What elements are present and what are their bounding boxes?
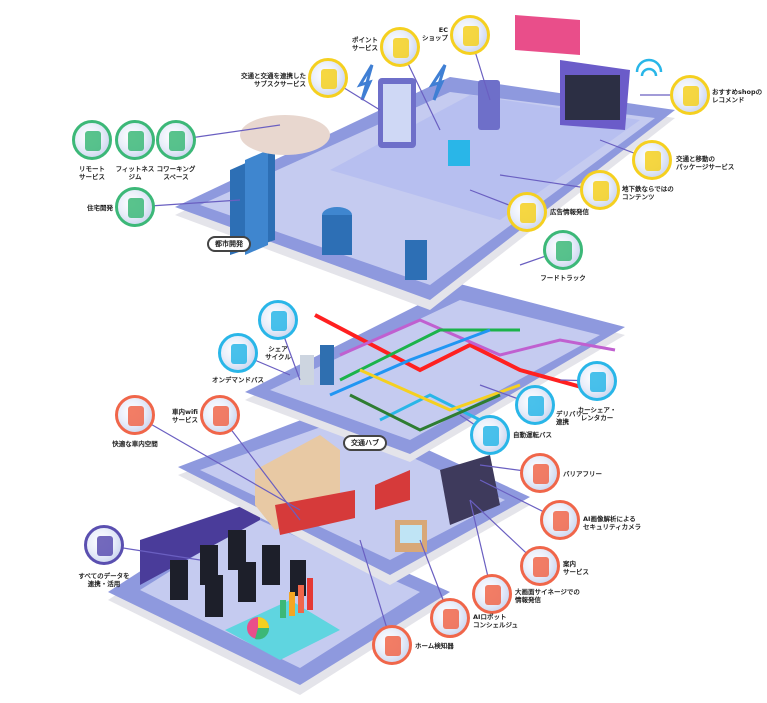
illustration: [213, 406, 229, 426]
illustration: [520, 203, 536, 223]
illustration: [683, 86, 699, 106]
illustration: [533, 464, 549, 484]
service-label: オンデマンドバス: [212, 376, 264, 384]
signage-icon: [472, 574, 512, 614]
content-icon: [580, 170, 620, 210]
illustration: [443, 609, 459, 629]
illustration: [590, 372, 606, 392]
illustration: [483, 426, 499, 446]
service-label: 住宅開発: [87, 204, 113, 212]
service-label: リモート サービス: [79, 165, 105, 181]
housing-icon: [115, 187, 155, 227]
service-label: フードトラック: [540, 274, 586, 282]
illustration: [85, 131, 101, 151]
service-label: 地下鉄ならではの コンテンツ: [622, 185, 674, 201]
service-label: 大画面サイネージでの 情報発信: [515, 588, 580, 604]
food-truck-icon: [543, 230, 583, 270]
illustration: [231, 344, 247, 364]
illustration: [271, 311, 287, 331]
service-label: すべてのデータを 連携・活用: [78, 572, 130, 588]
service-label: カーシェア・ レンタカー: [577, 406, 617, 422]
illustration: [485, 585, 501, 605]
illustration: [393, 38, 409, 58]
illustration: [169, 131, 185, 151]
advertising-icon: [507, 192, 547, 232]
coworking-icon: [156, 120, 196, 160]
bicycle-icon: [258, 300, 298, 340]
delivery-icon: [515, 385, 555, 425]
security-camera-icon: [540, 500, 580, 540]
connector-line: [134, 414, 301, 511]
city-commerce-platform: [175, 15, 675, 310]
service-label: EC ショップ: [422, 26, 448, 42]
service-label: バリアフリー: [563, 470, 602, 478]
accessibility-icon: [520, 453, 560, 493]
robot-icon: [430, 598, 470, 638]
service-label: ホーム検知器: [415, 642, 454, 650]
service-label: シェア サイクル: [265, 345, 291, 361]
guide-icon: [520, 546, 560, 586]
illustration: [463, 26, 479, 46]
data-center-platform: [108, 500, 450, 695]
service-label: 案内 サービス: [563, 560, 589, 576]
bus-icon: [218, 333, 258, 373]
platform-tag-transport-hub: 交通ハブ: [343, 435, 387, 451]
smartphone-shop-icon: [450, 15, 490, 55]
platform-tag-city-development: 都市開発: [207, 236, 251, 252]
illustration: [533, 557, 549, 577]
service-label: AIロボット コンシェルジュ: [473, 613, 519, 629]
service-label: 車内wifi サービス: [171, 408, 198, 424]
transport-hub-platform: [245, 284, 625, 462]
data-link-icon: [84, 525, 124, 565]
platform-sensor-icon: [372, 625, 412, 665]
illustration: [556, 241, 572, 261]
service-label: おすすめshopの レコメンド: [712, 88, 763, 104]
illustration: [128, 131, 144, 151]
fitness-icon: [115, 120, 155, 160]
illustration: [321, 69, 337, 89]
service-label: 快適な車内空間: [112, 440, 158, 448]
wifi-icon: [200, 395, 240, 435]
map-pin-icon: [380, 27, 420, 67]
illustration: [97, 536, 113, 556]
service-label: フィットネス ジム: [115, 165, 155, 181]
service-label: 交通と移動の パッケージサービス: [676, 155, 735, 171]
recommend-icon: [670, 75, 710, 115]
illustration: [528, 396, 544, 416]
connector-line: [219, 414, 301, 521]
illustration: [553, 511, 569, 531]
station-platform: [178, 407, 530, 585]
illustration: [593, 181, 609, 201]
service-label: 広告情報発信: [550, 208, 589, 216]
illustration: [128, 198, 144, 218]
ticket-card-icon: [308, 58, 348, 98]
train-interior-icon: [115, 395, 155, 435]
car-icon: [577, 361, 617, 401]
service-label: AI画像解析による セキュリティカメラ: [583, 515, 642, 531]
illustration: [128, 406, 144, 426]
service-label: 交通と交通を連携した サブスクサービス: [241, 72, 306, 88]
service-label: コワーキング スペース: [156, 165, 196, 181]
illustration: [385, 636, 401, 656]
service-label: 自動運転バス: [513, 431, 552, 439]
remote-work-icon: [72, 120, 112, 160]
autonomous-bus-icon: [470, 415, 510, 455]
package-icon: [632, 140, 672, 180]
service-label: ポイント サービス: [352, 36, 378, 52]
service-label: デリバリー 連携: [556, 410, 589, 426]
illustration: [645, 151, 661, 171]
